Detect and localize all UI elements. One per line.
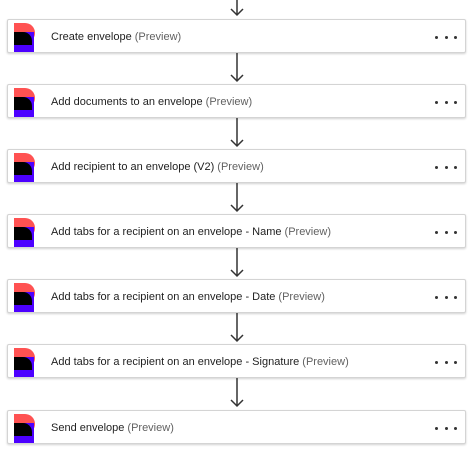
step-card-send-envelope[interactable]: Send envelope(Preview) <box>7 410 466 444</box>
preview-tag: (Preview) <box>278 291 325 303</box>
more-options-icon[interactable] <box>435 287 457 307</box>
arrow-down-icon <box>230 0 244 17</box>
preview-tag: (Preview) <box>127 422 174 434</box>
docusign-logo-icon <box>11 216 42 248</box>
step-title: Add tabs for a recipient on an envelope … <box>51 291 325 303</box>
arrow-down-icon <box>230 313 244 343</box>
preview-tag: (Preview) <box>205 96 253 108</box>
docusign-logo-icon <box>11 151 42 183</box>
step-card-add-tabs-date[interactable]: Add tabs for a recipient on an envelope … <box>7 279 466 313</box>
step-title: Create envelope(Preview) <box>51 31 182 43</box>
connector-arrow <box>227 118 247 149</box>
more-options-icon[interactable] <box>435 27 457 47</box>
connector-arrow <box>227 378 247 409</box>
arrow-down-icon <box>230 248 244 278</box>
step-title: Send envelope(Preview) <box>51 422 174 434</box>
connector-arrow <box>227 248 247 279</box>
more-options-icon[interactable] <box>435 157 457 177</box>
docusign-logo-icon <box>11 86 42 118</box>
arrow-down-icon <box>230 118 244 148</box>
more-options-icon[interactable] <box>435 418 457 438</box>
preview-tag: (Preview) <box>284 226 331 238</box>
connector-arrow <box>227 313 247 344</box>
docusign-logo-icon <box>11 21 42 53</box>
preview-tag: (Preview) <box>302 356 349 368</box>
arrow-down-icon <box>230 378 244 408</box>
step-title: Add tabs for a recipient on an envelope … <box>51 226 331 238</box>
docusign-logo-icon <box>11 412 42 444</box>
step-card-add-tabs-signature[interactable]: Add tabs for a recipient on an envelope … <box>7 344 466 378</box>
arrow-down-icon <box>230 53 244 83</box>
step-card-create-envelope[interactable]: Create envelope(Preview) <box>7 19 466 53</box>
connector-arrow <box>227 183 247 214</box>
docusign-logo-icon <box>11 281 42 313</box>
connector-arrow <box>227 53 247 84</box>
step-title: Add recipient to an envelope (V2)(Previe… <box>51 161 264 173</box>
step-card-add-tabs-name[interactable]: Add tabs for a recipient on an envelope … <box>7 214 466 248</box>
more-options-icon[interactable] <box>435 222 457 242</box>
more-options-icon[interactable] <box>435 352 457 372</box>
step-card-add-documents[interactable]: Add documents to an envelope(Preview) <box>7 84 466 118</box>
connector-arrow <box>227 0 247 17</box>
arrow-down-icon <box>230 183 244 213</box>
preview-tag: (Preview) <box>217 161 264 173</box>
step-title: Add documents to an envelope(Preview) <box>51 96 253 108</box>
more-options-icon[interactable] <box>435 92 457 112</box>
docusign-logo-icon <box>11 346 42 378</box>
preview-tag: (Preview) <box>134 31 182 43</box>
step-title: Add tabs for a recipient on an envelope … <box>51 356 349 368</box>
step-card-add-recipient[interactable]: Add recipient to an envelope (V2)(Previe… <box>7 149 466 183</box>
